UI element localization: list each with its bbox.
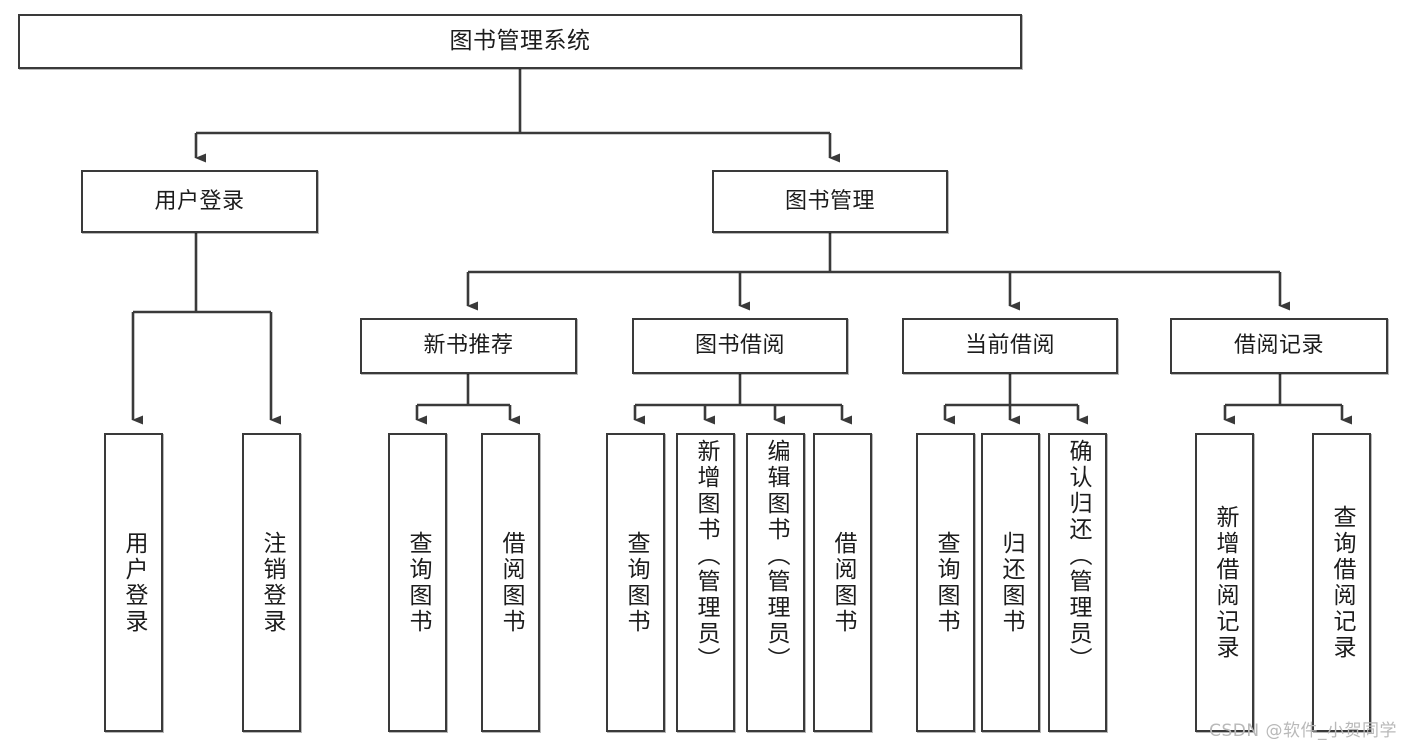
node-leaf-cur-return-label: 归还图书 bbox=[998, 530, 1024, 635]
node-root-label: 图书管理系统 bbox=[449, 27, 591, 54]
node-borrow-record[interactable]: 借阅记录 bbox=[1170, 318, 1388, 374]
node-leaf-borrow-query[interactable]: 查询图书 bbox=[606, 433, 665, 732]
node-leaf-cur-confirm-label: 确认归还（管理员） bbox=[1065, 439, 1091, 673]
node-current-borrow[interactable]: 当前借阅 bbox=[902, 318, 1118, 374]
node-leaf-borrow-add[interactable]: 新增图书（管理员） bbox=[676, 433, 735, 732]
node-book-manage-label: 图书管理 bbox=[784, 188, 875, 214]
node-leaf-cur-query-label: 查询图书 bbox=[933, 530, 959, 635]
node-leaf-cur-query[interactable]: 查询图书 bbox=[916, 433, 975, 732]
node-user-login-label: 用户登录 bbox=[154, 188, 245, 214]
node-leaf-borrow-do[interactable]: 借阅图书 bbox=[813, 433, 872, 732]
node-leaf-rec-query[interactable]: 查询图书 bbox=[388, 433, 447, 732]
node-leaf-rec-borrow[interactable]: 借阅图书 bbox=[481, 433, 540, 732]
node-new-book-rec-label: 新书推荐 bbox=[423, 333, 514, 359]
node-leaf-cur-confirm[interactable]: 确认归还（管理员） bbox=[1048, 433, 1107, 732]
node-borrow-record-label: 借阅记录 bbox=[1233, 333, 1324, 359]
node-leaf-user-logout[interactable]: 注销登录 bbox=[242, 433, 301, 732]
node-leaf-borrow-do-label: 借阅图书 bbox=[830, 530, 856, 635]
node-new-book-rec[interactable]: 新书推荐 bbox=[360, 318, 577, 374]
node-leaf-borrow-edit-label: 编辑图书（管理员） bbox=[763, 439, 789, 673]
node-leaf-user-logout-label: 注销登录 bbox=[259, 530, 285, 635]
node-leaf-rec-add[interactable]: 新增借阅记录 bbox=[1195, 433, 1254, 732]
node-leaf-cur-return[interactable]: 归还图书 bbox=[981, 433, 1040, 732]
node-leaf-rec-add-label: 新增借阅记录 bbox=[1212, 504, 1238, 661]
node-leaf-borrow-add-label: 新增图书（管理员） bbox=[693, 439, 719, 673]
node-root[interactable]: 图书管理系统 bbox=[18, 14, 1022, 69]
node-leaf-borrow-query-label: 查询图书 bbox=[623, 530, 649, 635]
node-book-borrow[interactable]: 图书借阅 bbox=[632, 318, 848, 374]
node-leaf-rec-search[interactable]: 查询借阅记录 bbox=[1312, 433, 1371, 732]
node-book-borrow-label: 图书借阅 bbox=[694, 333, 785, 359]
node-leaf-borrow-edit[interactable]: 编辑图书（管理员） bbox=[746, 433, 805, 732]
node-leaf-rec-borrow-label: 借阅图书 bbox=[498, 530, 524, 635]
node-leaf-user-login[interactable]: 用户登录 bbox=[104, 433, 163, 732]
node-book-manage[interactable]: 图书管理 bbox=[712, 170, 948, 233]
node-leaf-rec-query-label: 查询图书 bbox=[405, 530, 431, 635]
node-leaf-rec-search-label: 查询借阅记录 bbox=[1329, 504, 1355, 661]
node-leaf-user-login-label: 用户登录 bbox=[121, 530, 147, 635]
node-user-login[interactable]: 用户登录 bbox=[81, 170, 318, 233]
node-current-borrow-label: 当前借阅 bbox=[964, 333, 1055, 359]
watermark-text: CSDN @软件_小贺同学 bbox=[1209, 721, 1397, 741]
